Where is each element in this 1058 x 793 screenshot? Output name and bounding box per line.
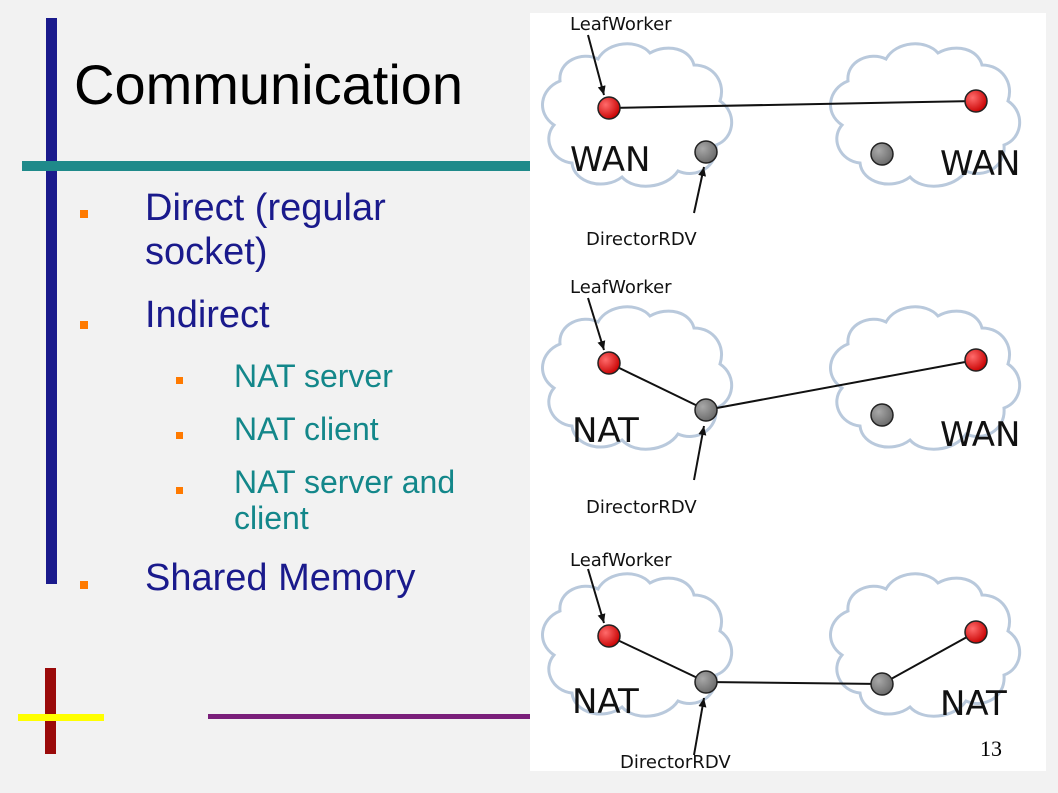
director-rdv-node	[694, 670, 718, 694]
cloud-left-1	[541, 42, 734, 188]
leafworker-label: LeafWorker	[570, 14, 672, 35]
link-line	[705, 681, 883, 685]
bullet-nat-server-client-line-2: client	[234, 500, 309, 536]
network-diagram: LeafWorker WAN WAN DirectorRDV LeafWorke…	[530, 13, 1046, 771]
leaf-worker-node	[597, 624, 621, 648]
corner-red-bar	[45, 668, 56, 754]
cloud-label-left: NAT	[572, 411, 639, 451]
link-line	[881, 631, 977, 685]
leafworker-label: LeafWorker	[570, 550, 672, 571]
diagram-panel-3: LeafWorker NAT NAT DirectorRDV	[541, 550, 1022, 771]
leaf-worker-node	[597, 96, 621, 120]
bottom-accent-bar	[208, 714, 530, 719]
leaf-worker-node	[964, 89, 988, 113]
leafworker-label: LeafWorker	[570, 277, 672, 298]
director-arrow	[693, 697, 707, 756]
leaf-worker-node	[964, 620, 988, 644]
director-rdv-node	[694, 140, 718, 164]
diagram-panel-1: LeafWorker WAN WAN DirectorRDV	[541, 14, 1022, 250]
bullet-nat-server-client: NAT server and client	[234, 464, 455, 536]
cloud-label-right: WAN	[940, 415, 1020, 455]
director-label: DirectorRDV	[586, 497, 697, 518]
bullet-direct: Direct (regular socket)	[145, 186, 386, 274]
director-rdv-node	[870, 403, 894, 427]
leaf-arrow	[587, 297, 606, 351]
director-label: DirectorRDV	[620, 752, 731, 771]
link-line	[608, 362, 707, 411]
leaf-worker-node	[597, 351, 621, 375]
cloud-label-left: NAT	[572, 682, 639, 722]
slide-title: Communication	[74, 53, 464, 116]
vertical-accent-bar	[46, 18, 57, 584]
bullet-marker	[80, 210, 88, 218]
bullet-marker	[176, 432, 183, 439]
director-arrow	[693, 425, 707, 481]
bullet-direct-line-1: Direct (regular	[145, 187, 386, 229]
page-number: 13	[980, 736, 1002, 761]
bullet-nat-server: NAT server	[234, 358, 393, 394]
director-arrow	[693, 166, 706, 214]
link-line	[705, 359, 977, 411]
bullet-indirect: Indirect	[145, 294, 270, 336]
director-rdv-node	[870, 672, 894, 696]
leaf-worker-node	[964, 348, 988, 372]
director-label: DirectorRDV	[586, 229, 697, 250]
cloud-label-right: NAT	[940, 684, 1007, 724]
cloud-label-right: WAN	[940, 144, 1020, 184]
leaf-arrow	[587, 34, 606, 96]
bullet-nat-client: NAT client	[234, 411, 379, 447]
bullet-shared-memory: Shared Memory	[145, 557, 416, 599]
bullet-marker	[80, 321, 88, 329]
link-line	[608, 635, 707, 683]
bullet-direct-line-2: socket)	[145, 231, 268, 273]
cloud-label-left: WAN	[570, 140, 650, 180]
cloud-left-3	[541, 572, 734, 718]
link-line	[608, 100, 977, 109]
bullet-marker	[80, 581, 88, 589]
bullet-marker	[176, 487, 183, 494]
horizontal-accent-bar	[22, 161, 530, 171]
leaf-arrow	[587, 568, 606, 624]
corner-yellow-bar	[18, 714, 104, 721]
bullet-nat-server-client-line-1: NAT server and	[234, 464, 456, 500]
director-rdv-node	[694, 398, 718, 422]
bullet-marker	[176, 377, 183, 384]
diagram-panel-2: LeafWorker NAT WAN DirectorRDV	[541, 277, 1022, 518]
director-rdv-node	[870, 142, 894, 166]
